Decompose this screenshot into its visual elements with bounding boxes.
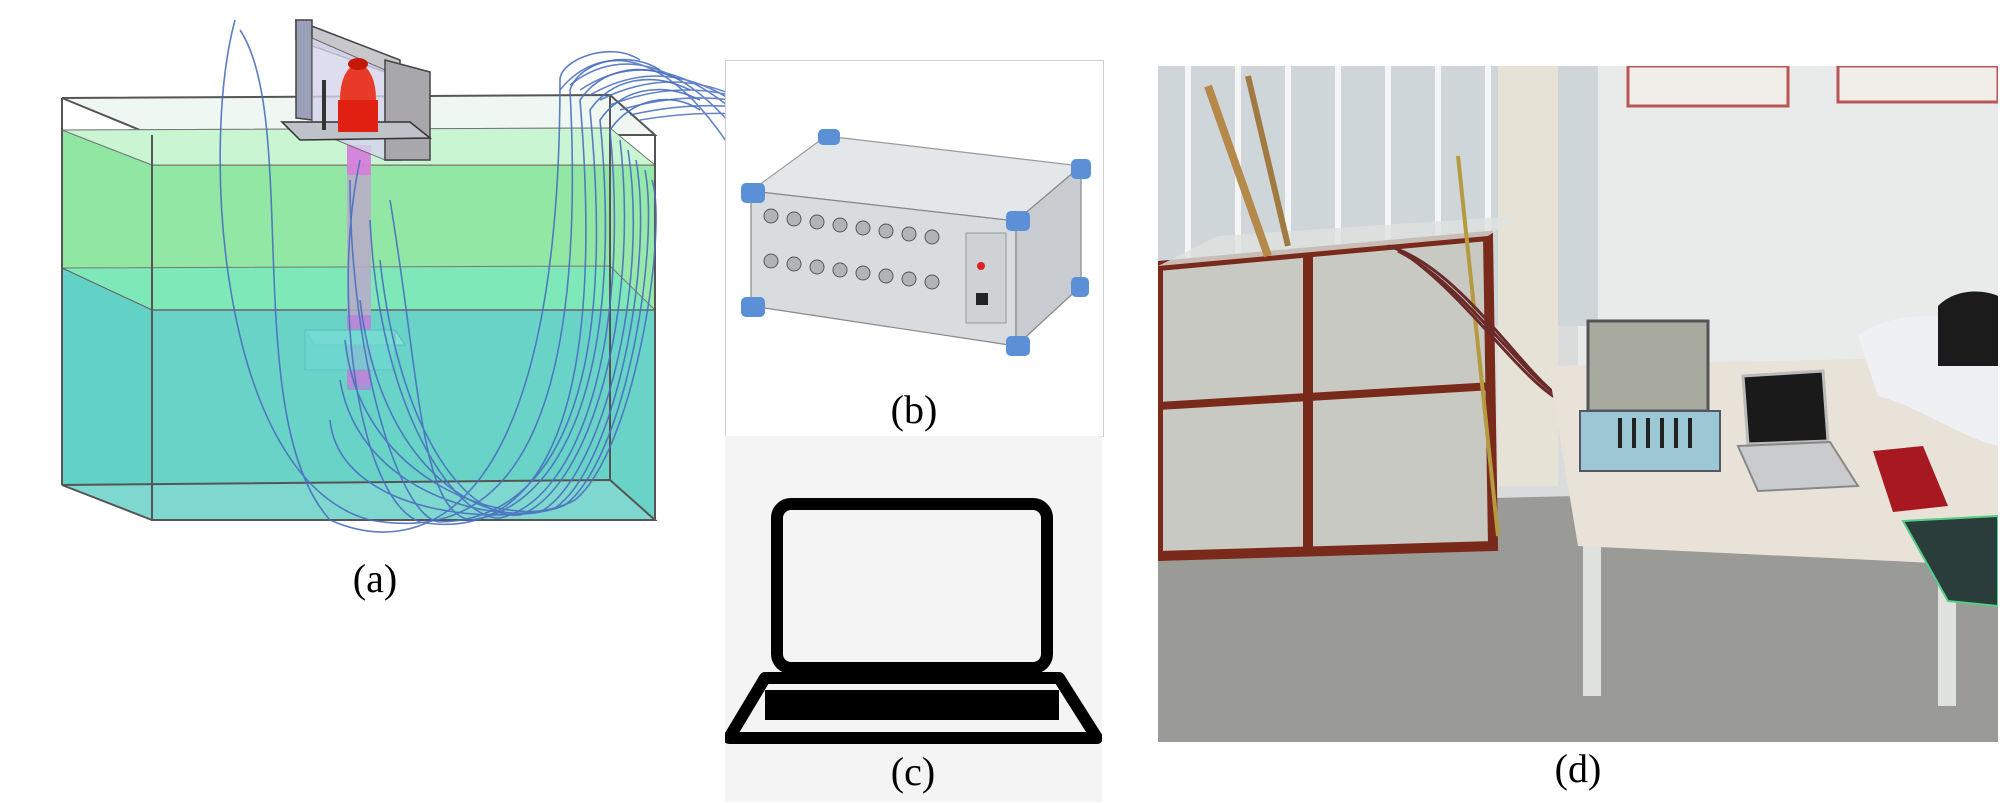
caption-b: (b) [890, 387, 938, 432]
daq-corner-guards [741, 129, 1091, 356]
panel-c-laptop: (c) [725, 436, 1102, 802]
water-tank-model [61, 18, 700, 533]
sound-source [338, 100, 378, 132]
laboratory-photo [1158, 66, 1998, 742]
bnc-connectors [763, 208, 940, 290]
panel-a-tank-model [0, 0, 700, 560]
laptop-icon [725, 498, 1102, 744]
data-acquisition-box [741, 129, 1091, 356]
caption-a: (a) [352, 556, 398, 601]
panel-b-daq: (b) [725, 60, 1104, 437]
caption-c: (c) [890, 749, 936, 794]
sensor-cables-tank [219, 19, 700, 533]
caption-d: (d) [1554, 746, 1602, 791]
panel-d-photo [1158, 66, 1998, 742]
